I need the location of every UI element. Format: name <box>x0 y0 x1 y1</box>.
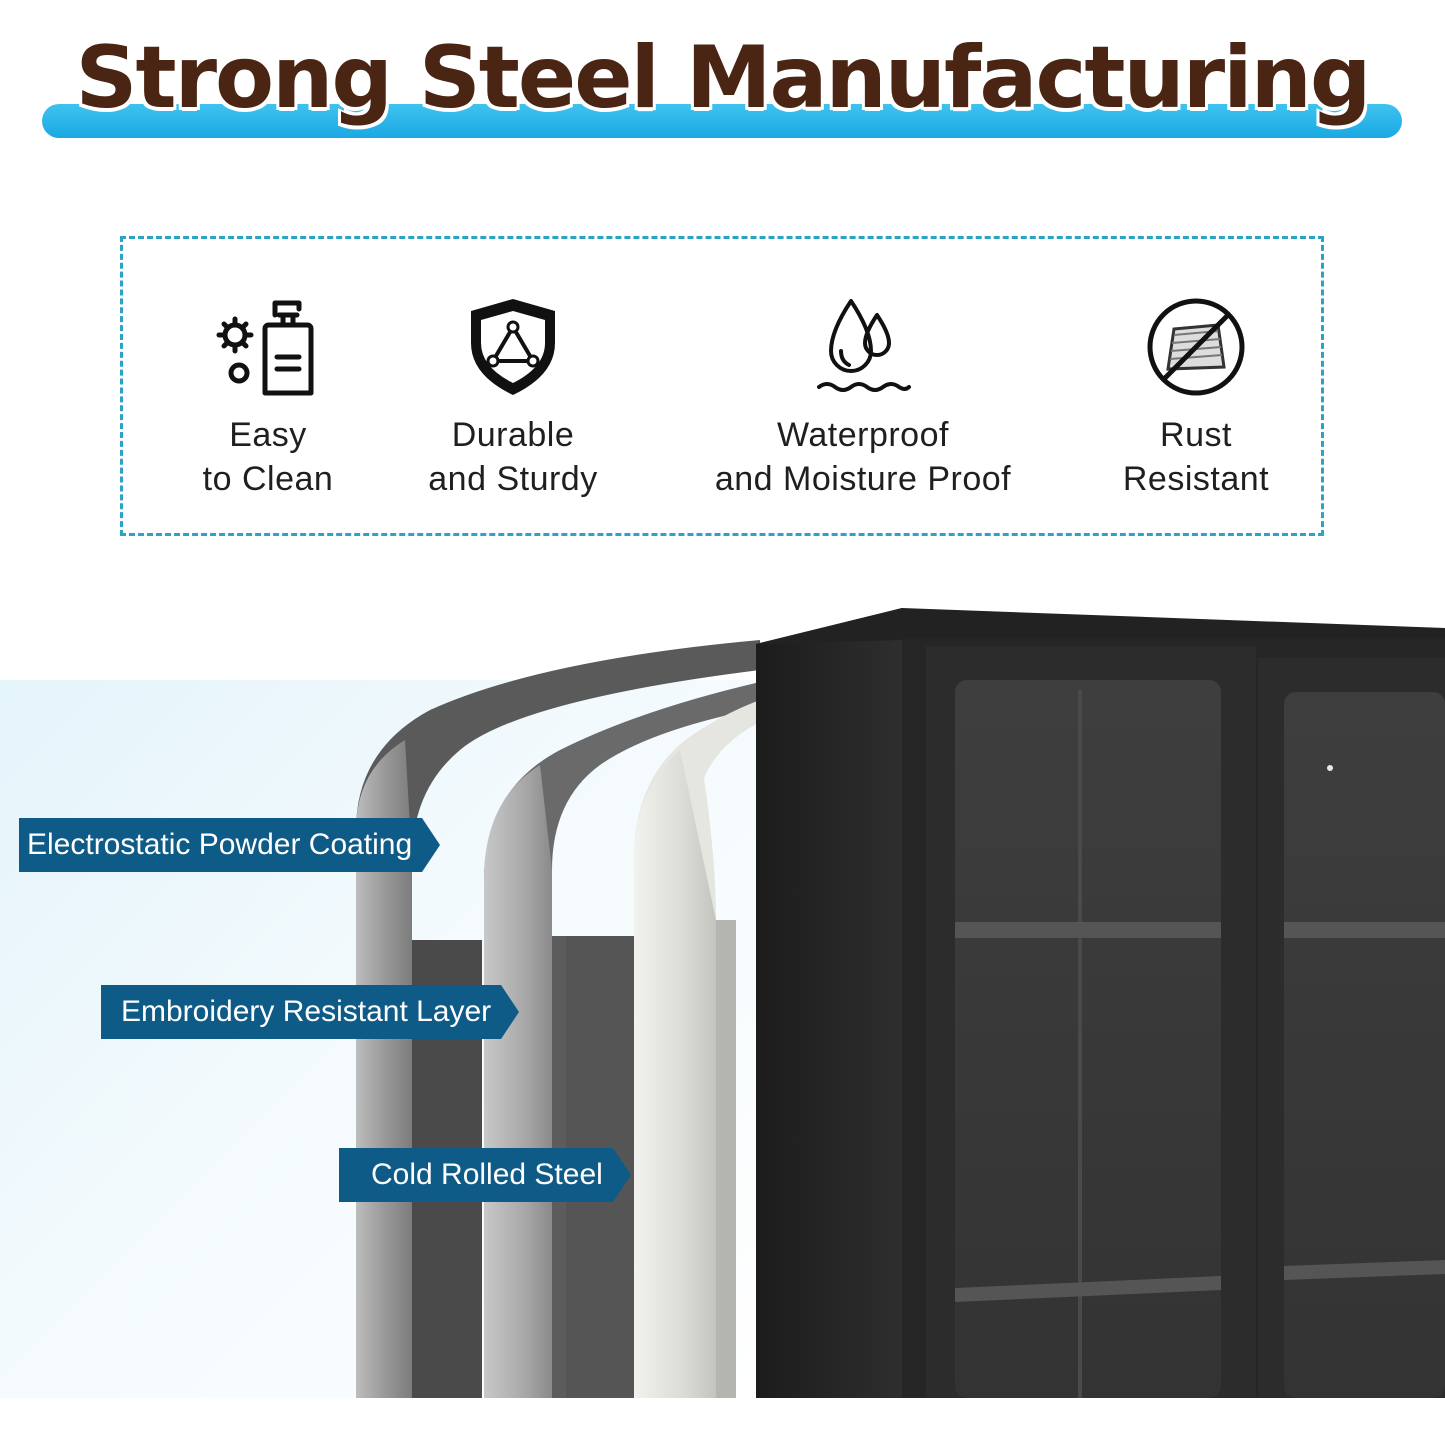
feature-durable: Durable and Sturdy <box>363 289 663 501</box>
page-title: Strong Steel Manufacturing <box>75 28 1372 128</box>
steel-layers-illustration <box>356 608 1445 1398</box>
feature-label-line2: and Sturdy <box>428 460 598 498</box>
feature-label-line2: to Clean <box>202 460 334 498</box>
callout-powder-coating: Electrostatic Powder Coating <box>19 818 441 872</box>
water-drops-icon <box>713 289 1013 399</box>
feature-easy-to-clean: Easy to Clean <box>118 289 418 501</box>
no-rust-icon <box>1046 289 1346 399</box>
feature-waterproof: Waterproof and Moisture Proof <box>713 289 1013 501</box>
feature-label-line1: Waterproof <box>777 416 949 454</box>
bottom-margin <box>0 1398 1445 1445</box>
callout-embroidery-layer: Embroidery Resistant Layer <box>101 985 520 1039</box>
feature-label-line2: and Moisture Proof <box>714 460 1012 498</box>
feature-rust-resistant: Rust Resistant <box>1046 289 1346 501</box>
feature-label-line1: Durable <box>451 416 575 454</box>
shield-icon <box>363 289 663 399</box>
feature-label-line1: Rust <box>1160 416 1232 454</box>
soap-bottle-icon <box>118 289 418 399</box>
title-underline-stripe <box>42 104 1402 138</box>
callout-cold-rolled-steel: Cold Rolled Steel <box>339 1148 631 1202</box>
features-box: Easy to Clean Durable and Sturdy <box>120 236 1324 536</box>
feature-label-line1: Easy <box>229 416 307 454</box>
title-banner: Strong Steel Manufacturing <box>0 0 1445 180</box>
feature-label-line2: Resistant <box>1122 460 1270 498</box>
